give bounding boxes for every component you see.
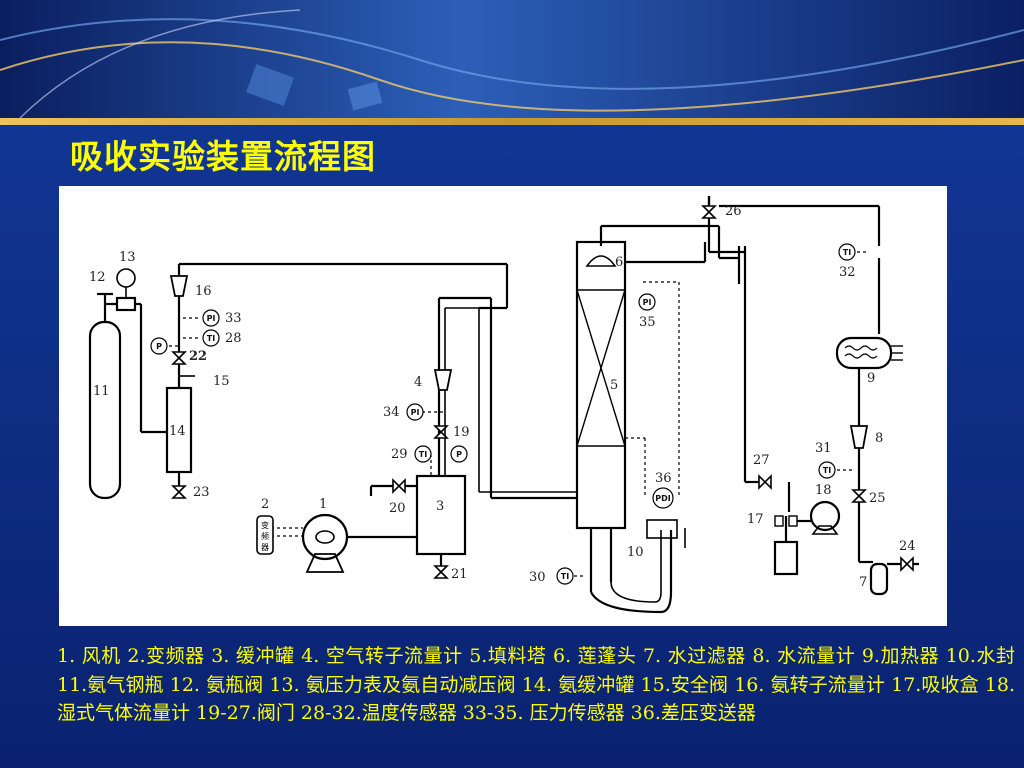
- flow-diagram-panel: PI TI PI TI P PI PDI TI TI TI P 变 频 器: [59, 186, 947, 626]
- heater: [835, 336, 893, 370]
- label-1: 1: [319, 497, 327, 512]
- pi-34-label: PI: [411, 408, 420, 417]
- slide-title: 吸收实验装置流程图: [70, 137, 376, 176]
- air-rotameter: [433, 369, 453, 391]
- buffer-tank: [415, 474, 467, 556]
- ammonia-bottle-valve: [115, 296, 137, 312]
- label-36: 36: [655, 471, 672, 486]
- label-12: 12: [89, 270, 106, 285]
- label-33: 33: [225, 311, 242, 326]
- label-24: 24: [899, 539, 916, 554]
- pdi-36-label: PDI: [655, 494, 671, 503]
- label-8: 8: [875, 431, 883, 446]
- ti-28-label: TI: [207, 334, 215, 343]
- wet-gas-meter: [809, 500, 841, 532]
- p-ammonia-label: P: [156, 342, 162, 351]
- ammonia-pressure-gauge: [116, 268, 136, 288]
- ammonia-cylinder: [88, 320, 122, 500]
- label-29: 29: [391, 447, 408, 462]
- ti-29-label: TI: [419, 450, 427, 459]
- label-20: 20: [389, 501, 406, 516]
- label-4: 4: [414, 375, 422, 390]
- label-35: 35: [639, 315, 656, 330]
- label-31: 31: [815, 441, 832, 456]
- label-5: 5: [610, 378, 618, 393]
- legend-caption: 1. 风机 2.变频器 3. 缓冲罐 4. 空气转子流量计 5.填料塔 6. 莲…: [57, 645, 1015, 724]
- label-30: 30: [529, 570, 546, 585]
- label-21: 21: [451, 567, 468, 582]
- inverter-char-3: 器: [261, 543, 269, 552]
- water-filter: [869, 562, 889, 596]
- label-28: 28: [225, 331, 242, 346]
- blower: [301, 513, 349, 561]
- p-19-label: P: [456, 450, 462, 459]
- label-34: 34: [383, 405, 400, 420]
- label-32: 32: [839, 265, 856, 280]
- label-25: 25: [869, 491, 886, 506]
- label-10: 10: [627, 545, 644, 560]
- label-19: 19: [453, 425, 470, 440]
- ti-31-label: TI: [823, 466, 831, 475]
- label-7: 7: [859, 575, 867, 590]
- absorption-box: [773, 540, 799, 576]
- ti-30-label: TI: [561, 572, 569, 581]
- pi-33-label: PI: [207, 314, 216, 323]
- shower-head: [585, 255, 617, 267]
- label-3: 3: [436, 499, 444, 514]
- ammonia-rotameter: [169, 275, 189, 297]
- inverter: [256, 515, 274, 555]
- label-2: 2: [261, 497, 269, 512]
- label-22: 22: [189, 349, 207, 364]
- label-18: 18: [815, 483, 832, 498]
- label-26: 26: [725, 204, 742, 219]
- label-15: 15: [213, 374, 230, 389]
- label-13: 13: [119, 250, 136, 265]
- water-seal: [646, 519, 678, 539]
- inverter-char-1: 变: [261, 520, 269, 530]
- label-14: 14: [169, 424, 186, 439]
- ti-32-label: TI: [843, 248, 851, 257]
- label-16: 16: [195, 284, 212, 299]
- label-23: 23: [193, 485, 210, 500]
- inverter-char-2: 频: [261, 531, 269, 541]
- pi-35-label: PI: [643, 298, 652, 307]
- water-rotameter: [849, 425, 869, 449]
- label-11: 11: [93, 384, 110, 399]
- label-9: 9: [867, 371, 875, 386]
- label-6: 6: [615, 255, 623, 270]
- label-27: 27: [753, 453, 770, 468]
- absorption-apparatus-diagram: PI TI PI TI P PI PDI TI TI TI P 变 频 器: [88, 196, 919, 614]
- label-17: 17: [747, 512, 764, 527]
